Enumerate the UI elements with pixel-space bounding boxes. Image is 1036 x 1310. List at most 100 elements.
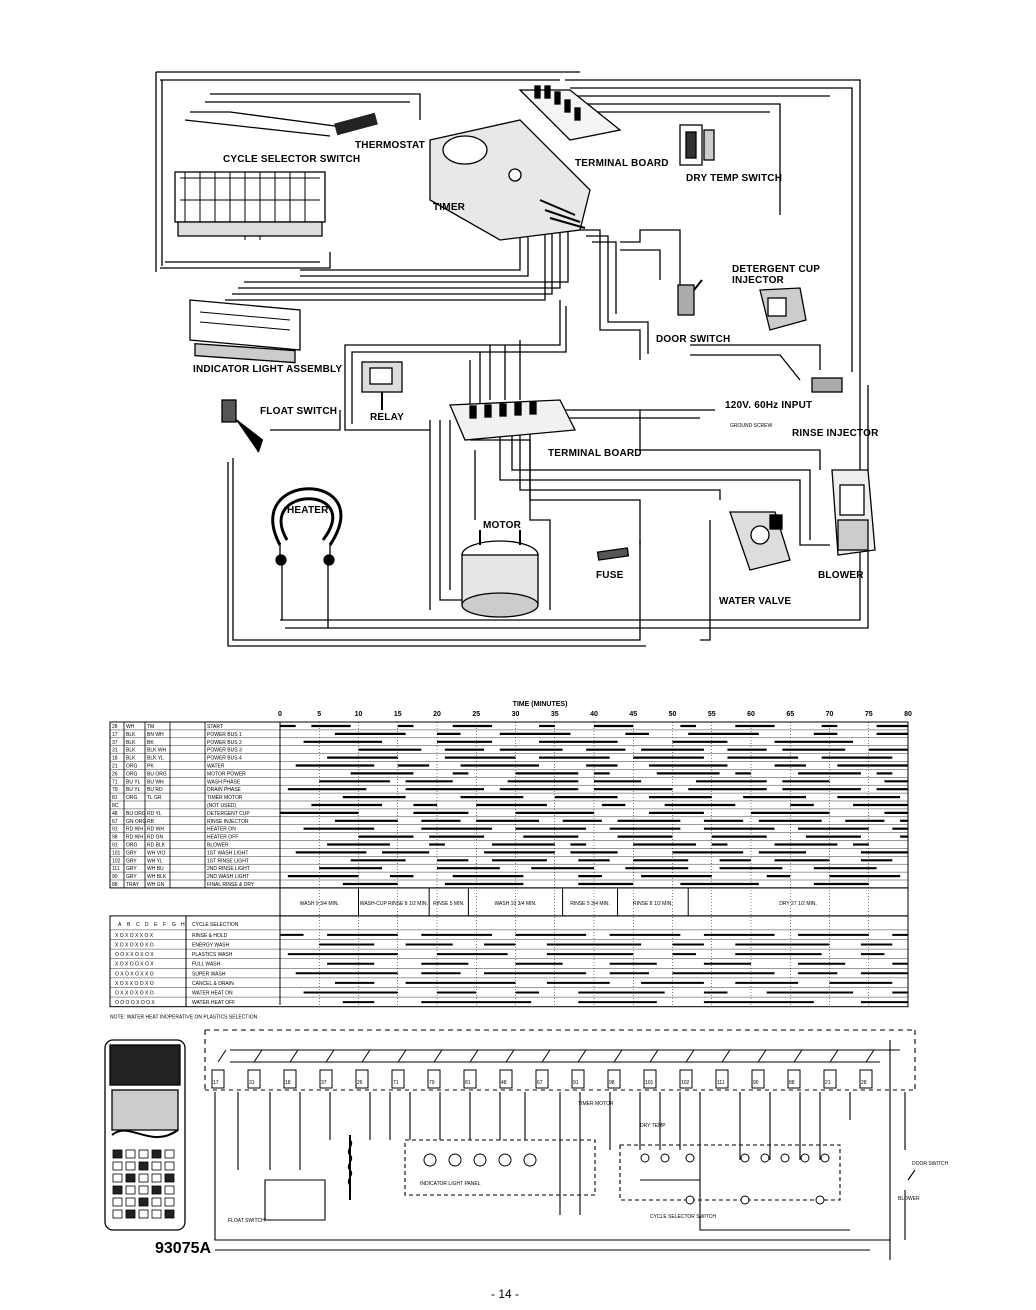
row-wire-color: BU ORG xyxy=(126,811,146,817)
timer-terminal-number: 48 xyxy=(501,1080,507,1086)
row-terminal: 81 xyxy=(112,795,118,801)
cam-cell xyxy=(125,1149,136,1159)
door-switch-part xyxy=(677,279,703,316)
timer-terminal-number: 90 xyxy=(753,1080,759,1086)
row-function: POWER BUS 2 xyxy=(207,740,242,746)
time-tick-label: 40 xyxy=(590,711,598,718)
terminal-board-top-part xyxy=(518,85,622,141)
selector-contact xyxy=(685,1153,695,1163)
cam-cell xyxy=(164,1173,175,1183)
phase-label: WASH 10 3/4 MIN. xyxy=(494,901,536,907)
timer-terminal xyxy=(355,1069,369,1089)
timer-terminal-number: 37 xyxy=(321,1080,327,1086)
cycle-name: ENERGY WASH xyxy=(192,943,230,949)
timer-terminal xyxy=(679,1069,693,1089)
indicator-lamp xyxy=(473,1153,487,1167)
time-tick-label: 80 xyxy=(904,711,912,718)
row-function: RINSE INJECTOR xyxy=(207,819,249,825)
row-wire-color: GRY xyxy=(126,866,137,872)
row-terminal: 48 xyxy=(112,811,118,817)
row-function: DRAIN PHASE xyxy=(207,787,242,793)
row-wire-color: GRY xyxy=(126,858,137,864)
time-tick-label: 35 xyxy=(551,711,559,718)
time-tick-label: 30 xyxy=(512,711,520,718)
timer-terminal-number: 67 xyxy=(537,1080,543,1086)
row-lead-code: BLK YL xyxy=(147,756,164,762)
row-lead-code: RD GN xyxy=(147,835,164,841)
cycle-switch-marks: O X O X O X X O xyxy=(115,971,154,977)
indicator-light-assembly-part xyxy=(189,299,301,364)
timer-terminal-number: 79 xyxy=(429,1080,435,1086)
blower-part xyxy=(831,469,876,556)
row-lead-code: BN WH xyxy=(147,732,164,738)
cycle-selector-switch-label: CYCLE SELECTOR SWITCH xyxy=(223,154,360,165)
cam-cell xyxy=(112,1161,123,1171)
timer-terminal xyxy=(247,1069,261,1089)
phase-label: WASH 9 3/4 MIN. xyxy=(300,901,339,907)
cycle-selector-label: CYCLE SELECTOR SWITCH xyxy=(650,1214,716,1220)
cycle-switch-marks: X O X O X X O X xyxy=(115,933,154,939)
row-lead-code: BLK WH xyxy=(147,748,167,754)
cam-cell xyxy=(164,1197,175,1207)
time-tick-label: 50 xyxy=(669,711,677,718)
cycle-switch-marks: X O X X O O X O xyxy=(115,981,154,987)
timer-terminal xyxy=(463,1069,477,1089)
cam-cell xyxy=(112,1185,123,1195)
timer-terminal-number: 31 xyxy=(249,1080,255,1086)
row-lead-code: RD BLK xyxy=(147,843,166,849)
row-lead-code: RD YL xyxy=(147,811,162,817)
selector-contact xyxy=(815,1195,825,1205)
selector-contact xyxy=(685,1195,695,1205)
row-lead-code: RD WH xyxy=(147,827,164,833)
row-terminal: 98 xyxy=(112,835,118,841)
timer-terminal xyxy=(823,1069,837,1089)
indicator-light-assembly-label: INDICATOR LIGHT ASSEMBLY xyxy=(193,364,342,375)
cam-cell xyxy=(151,1209,162,1219)
row-wire-color: WH xyxy=(126,724,135,730)
timer-terminal-number: 102 xyxy=(681,1080,690,1086)
door-switch-label: DOOR SWITCH xyxy=(656,334,730,345)
row-function: WATER xyxy=(207,764,225,770)
cycle-switch-marks: O O O O X O O X xyxy=(115,1000,155,1006)
cycle-name: RINSE & HOLD xyxy=(192,933,228,939)
dry-temp-label: DRY TEMP xyxy=(640,1123,666,1129)
row-function: WASH PHASE xyxy=(207,779,241,785)
time-tick-label: 55 xyxy=(708,711,716,718)
selector-contact xyxy=(800,1153,810,1163)
selector-contact xyxy=(760,1153,770,1163)
indicator-lamp xyxy=(448,1153,462,1167)
timer-terminal-number: 111 xyxy=(717,1080,725,1086)
timer-terminal-number: 21 xyxy=(825,1080,831,1086)
switch-column-label: B xyxy=(127,922,131,928)
cycle-switch-marks: X O X O O X O X xyxy=(115,962,154,968)
water-valve-label: WATER VALVE xyxy=(719,596,791,607)
cycle-name: PLASTICS WASH xyxy=(192,952,233,958)
row-terminal: 28 xyxy=(112,724,118,730)
time-axis-title: TIME (MINUTES) xyxy=(513,701,568,708)
cam-cell xyxy=(138,1173,149,1183)
row-wire-color: ORG xyxy=(126,843,138,849)
selector-contact xyxy=(740,1195,750,1205)
phase-label: RINSE 8 1/2 MIN. xyxy=(633,901,673,907)
row-terminal: 8C xyxy=(112,803,119,809)
timer-terminal xyxy=(571,1069,585,1089)
cam-cell xyxy=(125,1185,136,1195)
timer-terminal xyxy=(499,1069,513,1089)
phase-label: DRY 27 1/2 MIN. xyxy=(779,901,817,907)
indicator-lamp xyxy=(523,1153,537,1167)
selector-contact xyxy=(640,1153,650,1163)
row-terminal: 26 xyxy=(112,771,118,777)
row-wire-color: BLK xyxy=(126,740,136,746)
motor-part xyxy=(461,530,539,618)
pictorial-wiring-diagram xyxy=(155,71,869,647)
row-terminal: 37 xyxy=(112,740,118,746)
cam-cell xyxy=(151,1173,162,1183)
cycle-selector-switch-part xyxy=(174,171,326,240)
row-lead-code: BK xyxy=(147,740,154,746)
row-wire-color: TRAY xyxy=(126,882,140,888)
timer-terminal xyxy=(715,1069,729,1089)
row-terminal: 90 xyxy=(112,874,118,880)
time-tick-label: 5 xyxy=(317,711,321,718)
row-wire-color: ORG xyxy=(126,764,138,770)
